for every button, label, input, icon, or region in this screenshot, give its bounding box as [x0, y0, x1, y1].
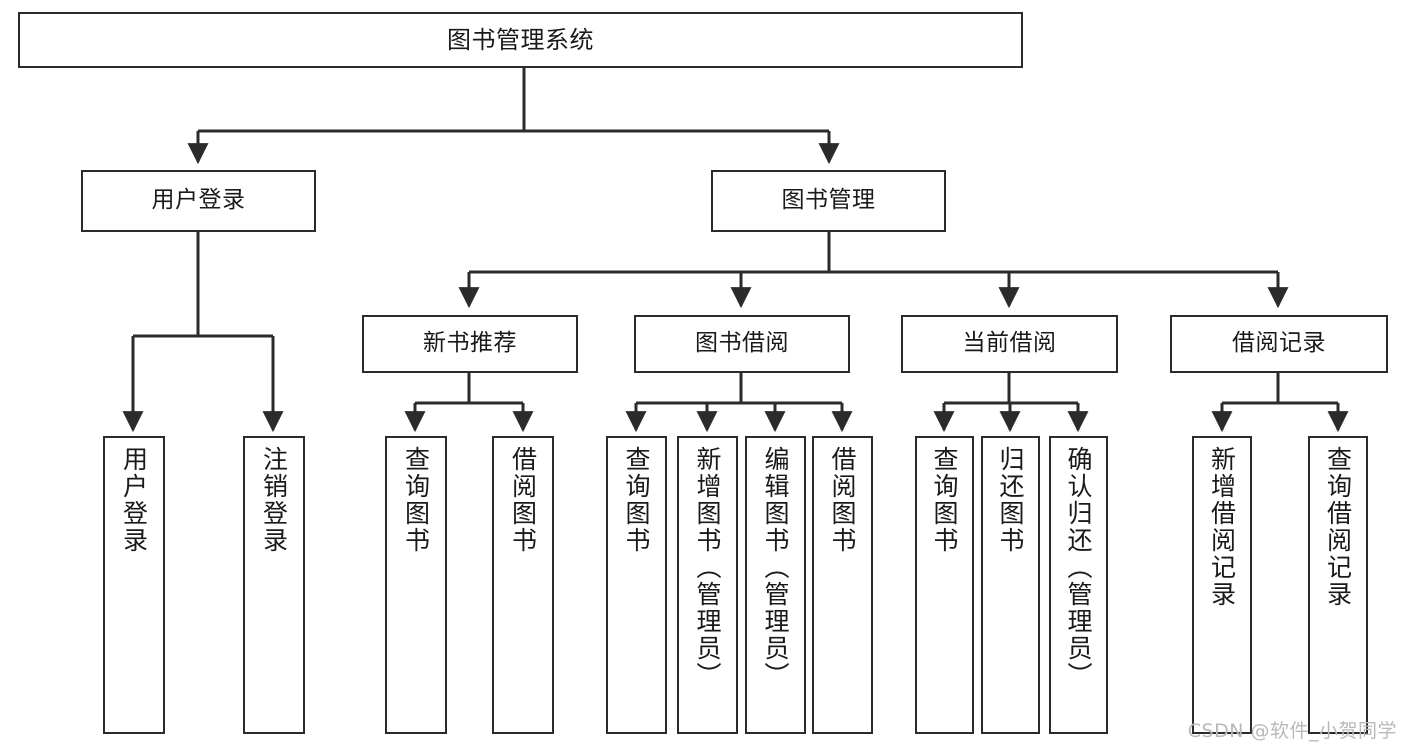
leaf-query-book-borrow[interactable]: 查询图书: [606, 436, 667, 734]
node-label: 新书推荐: [423, 330, 517, 357]
node-label: 新增借阅记录: [1207, 446, 1237, 608]
leaf-confirm-return-admin[interactable]: 确认归还（管理员）: [1049, 436, 1108, 734]
leaf-add-borrow-record[interactable]: 新增借阅记录: [1192, 436, 1252, 734]
node-label: 借阅图书: [508, 446, 538, 554]
node-borrow-record[interactable]: 借阅记录: [1170, 315, 1388, 373]
node-book-borrow[interactable]: 图书借阅: [634, 315, 850, 373]
leaf-query-book-current[interactable]: 查询图书: [915, 436, 974, 734]
node-root-book-management-system[interactable]: 图书管理系统: [18, 12, 1023, 68]
leaf-logout-login[interactable]: 注销登录: [243, 436, 305, 734]
node-user-login[interactable]: 用户登录: [81, 170, 316, 232]
node-book-management[interactable]: 图书管理: [711, 170, 946, 232]
node-label: 用户登录: [151, 187, 246, 214]
leaf-edit-book-admin[interactable]: 编辑图书（管理员）: [745, 436, 806, 734]
leaf-borrow-book-borrow[interactable]: 借阅图书: [812, 436, 873, 734]
node-label: 查询图书: [930, 446, 959, 554]
leaf-user-login[interactable]: 用户登录: [103, 436, 165, 734]
node-label: 图书管理系统: [447, 25, 594, 54]
node-label: 确认归还（管理员）: [1064, 446, 1093, 689]
node-label: 查询图书: [401, 446, 431, 554]
node-label: 新增图书（管理员）: [693, 446, 722, 689]
node-label: 查询借阅记录: [1323, 446, 1353, 608]
node-label: 归还图书: [996, 446, 1025, 554]
node-label: 注销登录: [259, 446, 289, 554]
leaf-borrow-book-recommend[interactable]: 借阅图书: [492, 436, 554, 734]
leaf-return-book[interactable]: 归还图书: [981, 436, 1040, 734]
node-label: 借阅记录: [1232, 330, 1326, 357]
node-label: 查询图书: [622, 446, 651, 554]
csdn-watermark: CSDN @软件_小贺同学: [1187, 720, 1397, 742]
node-new-book-recommend[interactable]: 新书推荐: [362, 315, 578, 373]
node-label: 编辑图书（管理员）: [761, 446, 790, 689]
node-label: 借阅图书: [828, 446, 857, 554]
leaf-query-book-recommend[interactable]: 查询图书: [385, 436, 447, 734]
leaf-add-book-admin[interactable]: 新增图书（管理员）: [677, 436, 738, 734]
node-label: 用户登录: [119, 446, 149, 554]
node-label: 当前借阅: [962, 330, 1057, 357]
leaf-query-borrow-record[interactable]: 查询借阅记录: [1308, 436, 1368, 734]
node-label: 图书管理: [781, 187, 876, 214]
node-label: 图书借阅: [695, 330, 789, 357]
node-current-borrow[interactable]: 当前借阅: [901, 315, 1118, 373]
